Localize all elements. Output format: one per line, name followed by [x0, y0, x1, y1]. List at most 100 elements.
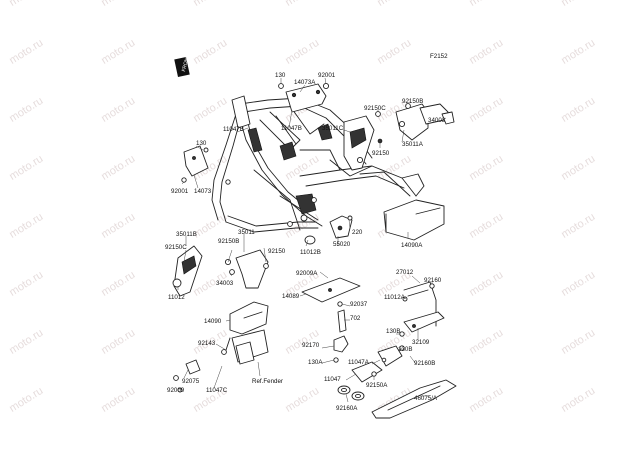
label-92037: 92037 [350, 301, 368, 308]
watermark-text: moto.ru [99, 269, 137, 299]
label-46075a: 46075/A [414, 395, 438, 402]
part-14090-cover [229, 301, 269, 335]
label-92001-top: 92001 [318, 72, 336, 79]
watermark-text: moto.ru [375, 37, 413, 67]
watermark-text: moto.ru [7, 269, 45, 299]
watermark-text: moto.ru [375, 0, 413, 9]
part-14073a-bracket [278, 82, 330, 113]
label-14073a: 14073A [294, 79, 316, 86]
part-702-92170 [333, 301, 349, 363]
watermark-text: moto.ru [191, 37, 229, 67]
label-35011: 35011 [238, 229, 255, 236]
watermark-text: moto.ru [99, 385, 137, 415]
watermark-text: moto.ru [99, 95, 137, 125]
watermark-text: moto.ru [559, 211, 597, 241]
label-92170: 92170 [302, 342, 320, 349]
label-32109: 32109 [412, 339, 430, 346]
label-130a: 130A [308, 359, 323, 366]
watermark-text: moto.ru [99, 211, 137, 241]
label-55020: 55020 [333, 241, 351, 248]
label-92001-left: 92001 [171, 188, 189, 195]
part-32109-lever [399, 311, 445, 337]
watermark-text: moto.ru [7, 211, 45, 241]
watermark-text: moto.ru [283, 37, 321, 67]
leader-lines [177, 77, 447, 403]
watermark-text: moto.ru [467, 95, 505, 125]
label-220: 220 [352, 229, 363, 236]
watermark-text: moto.ru [283, 0, 321, 9]
label-11047: 11047 [324, 376, 341, 383]
label-702: 702 [350, 315, 361, 322]
svg-text:FRONT: FRONT [181, 54, 191, 72]
label-92150-mid: 92150 [268, 248, 286, 255]
label-92143: 92143 [198, 340, 216, 347]
label-130b-a: 130B [386, 328, 400, 335]
watermark-text: moto.ru [283, 385, 321, 415]
part-14089-plate [301, 277, 361, 303]
part-labels: 130 14073A 92001 92150C 92150B 11047B 11… [165, 72, 446, 412]
watermark-text: moto.ru [559, 327, 597, 357]
label-35011c: 35011C [322, 125, 344, 132]
label-130-left: 130 [196, 140, 207, 147]
label-92150-right: 92150 [372, 150, 390, 157]
label-92150b-top: 92150B [402, 98, 423, 105]
watermark-text: moto.ru [467, 269, 505, 299]
watermark: moto.ru moto.ru moto.ru moto.ru moto.ru moto.… [7, 0, 597, 415]
part-11047a-bracket [377, 345, 405, 367]
part-35011b-left-footrest [172, 245, 203, 297]
label-35011b: 35011B [176, 231, 197, 238]
label-14073: 14073 [194, 188, 212, 195]
watermark-text: moto.ru [559, 269, 597, 299]
label-11047a: 11047A [348, 359, 370, 366]
part-35011-bracket [224, 249, 269, 289]
part-55020-220 [329, 215, 353, 239]
watermark-text: moto.ru [559, 0, 597, 9]
watermark-text: moto.ru [559, 95, 597, 125]
watermark-text: moto.ru [7, 0, 45, 9]
label-92075: 92075 [182, 378, 200, 385]
part-92160a-washers [337, 385, 365, 401]
watermark-text: moto.ru [467, 153, 505, 183]
watermark-text: moto.ru [99, 327, 137, 357]
label-14089: 14089 [282, 293, 300, 300]
label-92150c-top: 92150C [364, 105, 386, 112]
watermark-text: moto.ru [99, 0, 137, 9]
watermark-text: moto.ru [559, 153, 597, 183]
label-130b-b: 130B [398, 346, 412, 353]
watermark-text: moto.ru [191, 95, 229, 125]
label-14090: 14090 [204, 318, 222, 325]
label-ref-fender: Ref.Fender [252, 378, 283, 385]
label-92150a: 92150A [366, 382, 388, 389]
front-marker: FRONT [174, 54, 191, 78]
label-34003-right: 34003 [428, 117, 446, 124]
watermark-text: moto.ru [7, 95, 45, 125]
label-11047b-a: 11047B [223, 126, 244, 133]
main-frame [211, 95, 425, 233]
label-130-top: 130 [275, 72, 286, 79]
label-92160: 92160 [424, 277, 442, 284]
diagram-code: F2152 [430, 53, 448, 60]
watermark-text: moto.ru [7, 327, 45, 357]
watermark-text: moto.ru [467, 0, 505, 9]
label-92160a: 92160A [336, 405, 358, 412]
label-11047b-b: 11047B [281, 125, 302, 132]
watermark-text: moto.ru [99, 153, 137, 183]
watermark-text: moto.ru [7, 385, 45, 415]
part-46075a-pedal [371, 379, 457, 419]
part-14090a-cover [383, 199, 445, 241]
label-35011a: 35011A [402, 141, 424, 148]
label-11012b: 11012B [300, 249, 321, 256]
watermark-text: moto.ru [559, 385, 597, 415]
watermark-text: moto.ru [7, 37, 45, 67]
part-35011c-footrest-bracket [343, 115, 375, 171]
label-92009: 92009 [167, 387, 185, 394]
label-92160b: 92160B [414, 360, 435, 367]
watermark-text: moto.ru [559, 37, 597, 67]
watermark-text: moto.ru [191, 0, 229, 9]
watermark-text: moto.ru [467, 37, 505, 67]
label-92150c-left: 92150C [165, 244, 187, 251]
part-11012b [304, 235, 316, 245]
label-11012: 11012 [168, 294, 185, 301]
watermark-text: moto.ru [467, 211, 505, 241]
